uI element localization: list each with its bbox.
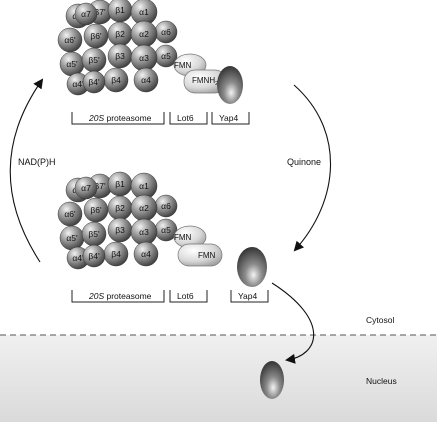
fmn-bottom-lower-label: FMN xyxy=(198,251,216,260)
bottom_complex-subunit-label-beta_ring-6: β4 xyxy=(111,249,121,259)
nadph-arrow xyxy=(9,78,44,263)
top_complex-subunit-label-beta_ring-0: β7' xyxy=(94,7,106,17)
bottom_complex-subunit-label-alpha_ring-0: α7 xyxy=(81,183,91,193)
top_complex-subunit-label-beta_ring-3: β2 xyxy=(115,29,125,39)
top_complex-subunit-label-alpha_ring-4: α5 xyxy=(161,51,171,61)
top_complex-subunit-label-alpha_prime-3: α4' xyxy=(72,79,84,89)
top_complex-subunit-label-beta_ring-2: β6' xyxy=(90,31,102,41)
top-proteasome-complex: α7'α6'α5'α4'β7'β1β6'β2β5'β3β4β4'α7α1α6α2… xyxy=(57,0,178,96)
top_complex-subunit-alpha_ring-0 xyxy=(74,2,98,26)
fmnh2-top-label: FMNH2 xyxy=(192,76,218,87)
bottom_complex-subunit-alpha_ring-0 xyxy=(74,176,98,200)
top-proteasome-label: 20S proteasome xyxy=(88,113,152,123)
bottom_complex-subunit-alpha_ring-6 xyxy=(133,241,159,267)
top_complex-subunit-label-alpha_ring-2: α6 xyxy=(161,27,171,37)
top_complex-subunit-label-alpha_prime-1: α6' xyxy=(64,35,76,45)
yap4-top xyxy=(217,66,243,104)
top-lot6-label: Lot6 xyxy=(177,113,194,123)
bottom_complex-subunit-label-beta_ring-1: β1 xyxy=(115,179,125,189)
bottom-lot6-label: Lot6 xyxy=(177,291,194,301)
bottom-proteasome-complex: α7'α6'α5'α4'β7'β1β6'β2β5'β3β4β4'α7α1α6α2… xyxy=(57,171,178,270)
bottom_complex-subunit-label-alpha_ring-3: α2 xyxy=(139,203,149,213)
bottom_complex-subunit-beta_ring-7 xyxy=(82,244,106,268)
top_complex-subunit-label-beta_ring-1: β1 xyxy=(115,5,125,15)
bottom-yap4-label: Yap4 xyxy=(238,291,257,301)
nadph-label: NAD(P)H xyxy=(18,157,56,167)
bottom_complex-subunit-label-beta_ring-3: β2 xyxy=(115,203,125,213)
bottom_complex-subunit-label-alpha_ring-2: α6 xyxy=(161,201,171,211)
bottom_complex-subunit-label-beta_ring-2: β6' xyxy=(90,205,102,215)
top_complex-subunit-label-beta_ring-4: β5' xyxy=(88,55,100,65)
bottom_complex-subunit-label-beta_ring-5: β3 xyxy=(115,225,125,235)
top_complex-subunit-alpha_ring-6 xyxy=(133,67,159,93)
top-brackets xyxy=(71,112,250,125)
bottom_complex-subunit-label-beta_ring-0: β7' xyxy=(94,181,106,191)
cytosol-label: Cytosol xyxy=(366,315,394,325)
bottom_complex-subunit-label-alpha_ring-6: α4 xyxy=(141,249,151,259)
fmn-bottom-upper-label: FMN xyxy=(174,233,192,242)
bottom_complex-subunit-label-alpha_prime-2: α5' xyxy=(66,233,78,243)
bottom_complex-subunit-label-alpha_ring-1: α1 xyxy=(139,181,149,191)
lot6-bottom: FMN FMN xyxy=(173,225,223,267)
top_complex-subunit-beta_ring-7 xyxy=(82,70,106,94)
bottom_complex-subunit-label-alpha_prime-3: α4' xyxy=(72,253,84,263)
yap4-cytosol xyxy=(237,247,267,287)
top_complex-subunit-label-beta_ring-6: β4 xyxy=(111,75,121,85)
yap4-nucleus xyxy=(260,361,284,399)
nucleus-label: Nucleus xyxy=(366,376,397,386)
bottom_complex-subunit-label-alpha_ring-4: α5 xyxy=(161,225,171,235)
bottom_complex-subunit-label-beta_ring-4: β5' xyxy=(88,229,100,239)
top_complex-subunit-label-alpha_ring-6: α4 xyxy=(141,75,151,85)
top_complex-subunit-label-alpha_ring-1: α1 xyxy=(139,7,149,17)
bottom-proteasome-label: 20S proteasome xyxy=(88,291,152,301)
nuclear-import-arrow xyxy=(271,282,315,364)
top_complex-subunit-label-beta_ring-5: β3 xyxy=(115,51,125,61)
bottom_complex-subunit-label-alpha_prime-1: α6' xyxy=(64,209,76,219)
bottom_complex-subunit-label-beta_ring-7: β4' xyxy=(88,251,100,261)
quinone-arrow xyxy=(293,84,331,252)
bottom_complex-subunit-label-alpha_ring-5: α3 xyxy=(139,227,149,237)
top_complex-subunit-label-alpha_ring-0: α7 xyxy=(81,9,91,19)
top_complex-subunit-label-alpha_ring-3: α2 xyxy=(139,29,149,39)
bottom-brackets xyxy=(71,290,269,303)
top_complex-subunit-label-alpha_ring-5: α3 xyxy=(139,53,149,63)
top-yap4-label: Yap4 xyxy=(219,113,238,123)
quinone-label: Quinone xyxy=(287,157,321,167)
fmn-top-label: FMN xyxy=(174,61,192,70)
nucleus-region xyxy=(0,335,437,422)
lot6-bottom-lower-subunit xyxy=(177,243,223,267)
top_complex-subunit-label-beta_ring-7: β4' xyxy=(88,77,100,87)
top_complex-subunit-label-alpha_prime-2: α5' xyxy=(66,59,78,69)
